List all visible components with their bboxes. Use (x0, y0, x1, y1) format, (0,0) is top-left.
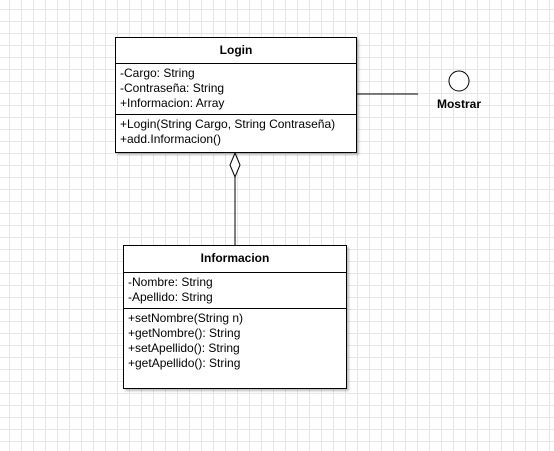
class-informacion[interactable]: Informacion -Nombre: String -Apellido: S… (123, 245, 347, 389)
attribute: -Apellido: String (128, 290, 213, 304)
attributes-section: -Nombre: String -Apellido: String (124, 273, 346, 309)
attribute: +Informacion: Array (120, 96, 225, 110)
attributes-section: -Cargo: String -Contraseña: String +Info… (116, 64, 356, 115)
class-name: Login (116, 38, 356, 64)
method: +setNombre(String n) (128, 311, 244, 325)
method: +setApellido(): String (128, 341, 240, 355)
attribute: -Contraseña: String (120, 81, 225, 95)
methods-section: +setNombre(String n) +getNombre(): Strin… (124, 309, 346, 374)
attribute: -Nombre: String (128, 275, 213, 289)
aggregation-diamond-icon (229, 151, 241, 179)
method: +getApellido(): String (128, 356, 241, 370)
method: +Login(String Cargo, String Contraseña) (120, 117, 336, 131)
actor-label: Mostrar (436, 97, 481, 111)
class-login[interactable]: Login -Cargo: String -Contraseña: String… (115, 37, 357, 153)
method: +add.Informacion() (120, 132, 222, 146)
class-name: Informacion (124, 246, 346, 273)
methods-section: +Login(String Cargo, String Contraseña) … (116, 115, 356, 150)
actor-circle-icon (448, 70, 470, 92)
method: +getNombre(): String (128, 326, 241, 340)
attribute: -Cargo: String (120, 66, 195, 80)
